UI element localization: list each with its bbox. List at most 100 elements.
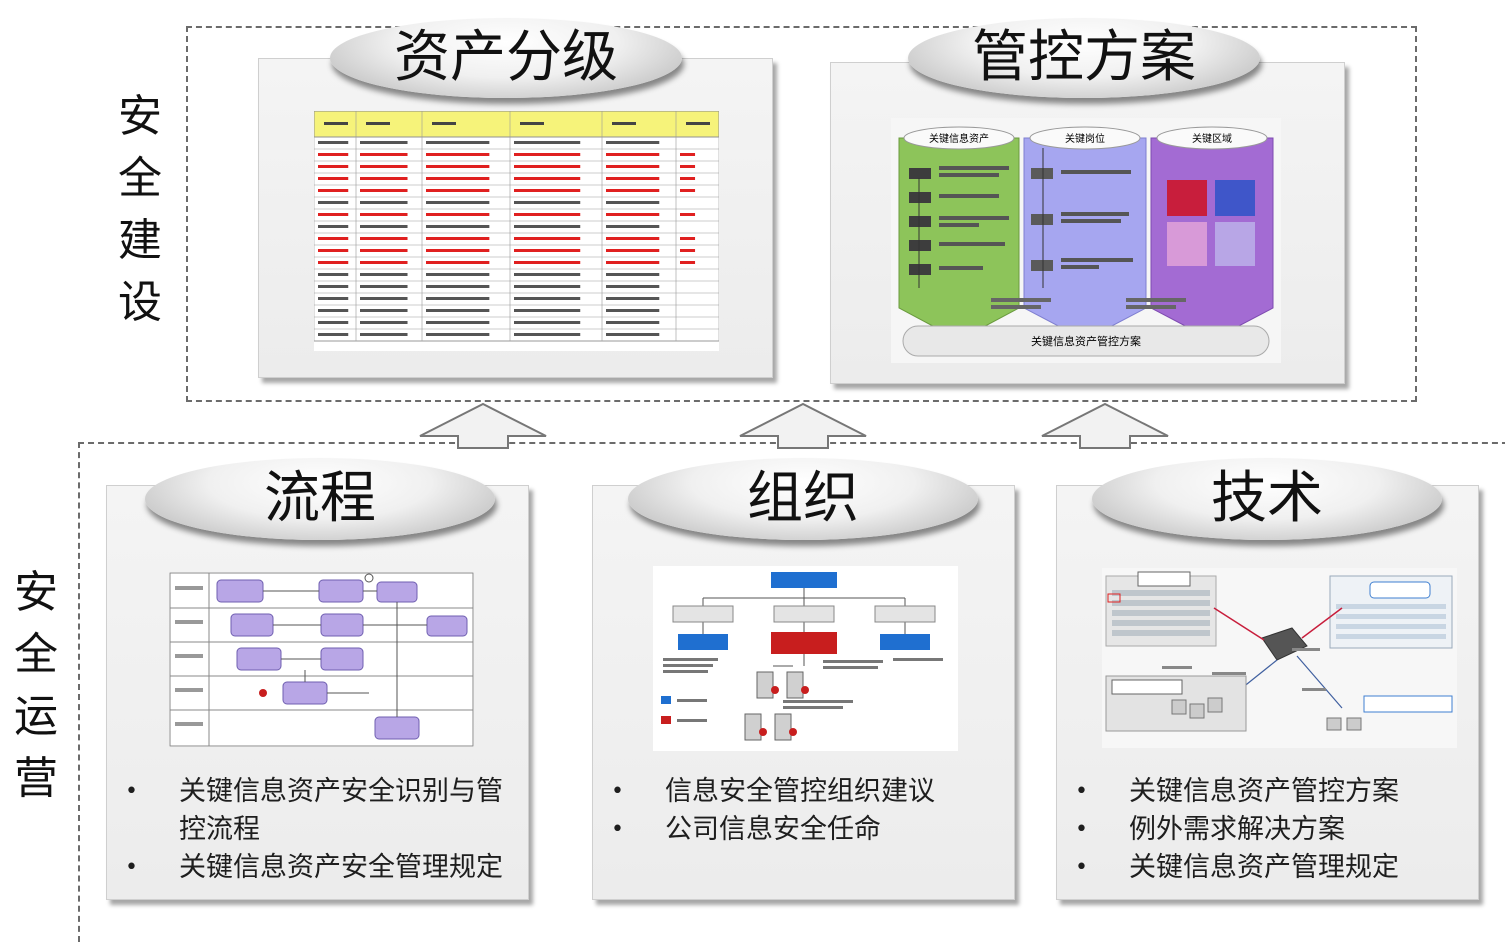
- table-row-cell: [426, 309, 490, 312]
- table-row-cell: [318, 177, 349, 180]
- technology-card: 关键信息资产管控方案 例外需求解决方案 关键信息资产管理规定: [1056, 485, 1479, 900]
- table-row-cell: [360, 141, 408, 144]
- table-row-cell: [606, 237, 660, 240]
- table-row-cell: [318, 321, 349, 324]
- control-plan-figure: 关键信息资产 关键岗位 关键区域: [898, 126, 1274, 357]
- table-row-cell: [318, 261, 349, 264]
- table-row-cell: [426, 261, 490, 264]
- table-row-cell: [426, 225, 490, 228]
- table-row-cell: [606, 285, 660, 288]
- table-row-cell: [318, 273, 349, 276]
- org-chart-figure: [661, 572, 943, 741]
- table-row-cell: [606, 333, 660, 336]
- asset-classification-card: [258, 58, 773, 378]
- table-row-cell: [318, 333, 349, 336]
- table-header-cell: [686, 122, 710, 125]
- tech-network-figure: [1105, 571, 1453, 732]
- control-plan-card: 关键信息资产 关键岗位 关键区域: [830, 62, 1345, 384]
- technology-title: 技术: [1092, 458, 1442, 540]
- control-column-3-label: 关键区域: [1192, 132, 1232, 145]
- table-row-cell: [680, 237, 696, 240]
- table-row-cell: [426, 333, 490, 336]
- table-row-cell: [426, 153, 490, 156]
- up-arrow-icon: [419, 402, 547, 449]
- process-bullet-list: 关键信息资产安全识别与管控流程 关键信息资产安全管理规定: [107, 773, 530, 887]
- table-row-cell: [606, 309, 660, 312]
- table-row-cell: [606, 249, 660, 252]
- table-row-cell: [360, 273, 408, 276]
- table-row-cell: [680, 177, 696, 180]
- table-row-cell: [360, 237, 408, 240]
- security-build-label: 安 全 建 设: [118, 91, 162, 328]
- tech-bullet-2: 例外需求解决方案: [1057, 811, 1480, 849]
- process-title: 流程: [145, 458, 495, 540]
- control-plan-title: 管控方案: [908, 18, 1260, 98]
- org-chart-thumbnail: [653, 566, 958, 751]
- table-row-cell: [680, 189, 696, 192]
- table-row-cell: [514, 177, 581, 180]
- table-row-cell: [514, 285, 581, 288]
- table-row-cell: [318, 189, 349, 192]
- org-bullet-1: 信息安全管控组织建议: [593, 773, 1016, 811]
- security-ops-label: 安 全 运 营: [14, 567, 58, 804]
- table-header-cell: [612, 122, 636, 125]
- table-row-cell: [426, 297, 490, 300]
- table-row-cell: [318, 297, 349, 300]
- table-row-cell: [426, 141, 490, 144]
- table-row-cell: [318, 309, 349, 312]
- table-header-cell: [432, 122, 456, 125]
- table-row-cell: [680, 249, 696, 252]
- table-row-cell: [680, 153, 696, 156]
- table-row-cell: [360, 153, 408, 156]
- table-row-cell: [514, 213, 581, 216]
- table-row-cell: [514, 297, 581, 300]
- table-row-cell: [426, 165, 490, 168]
- table-row-cell: [606, 165, 660, 168]
- table-row-cell: [514, 309, 581, 312]
- table-row-cell: [514, 333, 581, 336]
- control-column-1-label: 关键信息资产: [929, 132, 989, 145]
- table-row-cell: [360, 333, 408, 336]
- table-row-cell: [514, 321, 581, 324]
- organization-title: 组织: [628, 458, 978, 540]
- table-row-cell: [318, 249, 349, 252]
- table-row-cell: [514, 237, 581, 240]
- table-header-cell: [520, 122, 544, 125]
- tech-diagram-thumbnail: [1102, 568, 1457, 748]
- table-row-cell: [426, 213, 490, 216]
- table-row-cell: [426, 189, 490, 192]
- table-row-cell: [426, 249, 490, 252]
- tech-bullet-3: 关键信息资产管理规定: [1057, 849, 1480, 887]
- table-row-cell: [680, 165, 696, 168]
- control-column-2-label: 关键岗位: [1065, 132, 1105, 145]
- table-row-cell: [360, 297, 408, 300]
- table-row-cell: [606, 225, 660, 228]
- table-row-cell: [606, 261, 660, 264]
- table-row-cell: [606, 177, 660, 180]
- table-row-cell: [318, 153, 349, 156]
- table-row-cell: [680, 213, 696, 216]
- table-row-cell: [514, 165, 581, 168]
- tech-bullet-1: 关键信息资产管控方案: [1057, 773, 1480, 811]
- table-row-cell: [606, 201, 660, 204]
- table-row-cell: [514, 261, 581, 264]
- table-row-cell: [360, 321, 408, 324]
- table-row-cell: [606, 297, 660, 300]
- table-row-cell: [514, 201, 581, 204]
- asset-classification-title: 资产分级: [330, 18, 682, 98]
- table-header-cell: [366, 122, 390, 125]
- table-header-cell: [324, 122, 348, 125]
- table-row-cell: [360, 309, 408, 312]
- security-build-region: [186, 26, 1417, 402]
- organization-card: 信息安全管控组织建议 公司信息安全任命: [592, 485, 1015, 900]
- table-row-cell: [426, 285, 490, 288]
- table-row-cell: [606, 141, 660, 144]
- table-row-cell: [360, 285, 408, 288]
- table-row-cell: [318, 237, 349, 240]
- table-row-cell: [318, 141, 349, 144]
- table-row-cell: [360, 177, 408, 180]
- table-row-cell: [360, 261, 408, 264]
- table-row-cell: [606, 213, 660, 216]
- table-row-cell: [318, 285, 349, 288]
- table-row-cell: [318, 201, 349, 204]
